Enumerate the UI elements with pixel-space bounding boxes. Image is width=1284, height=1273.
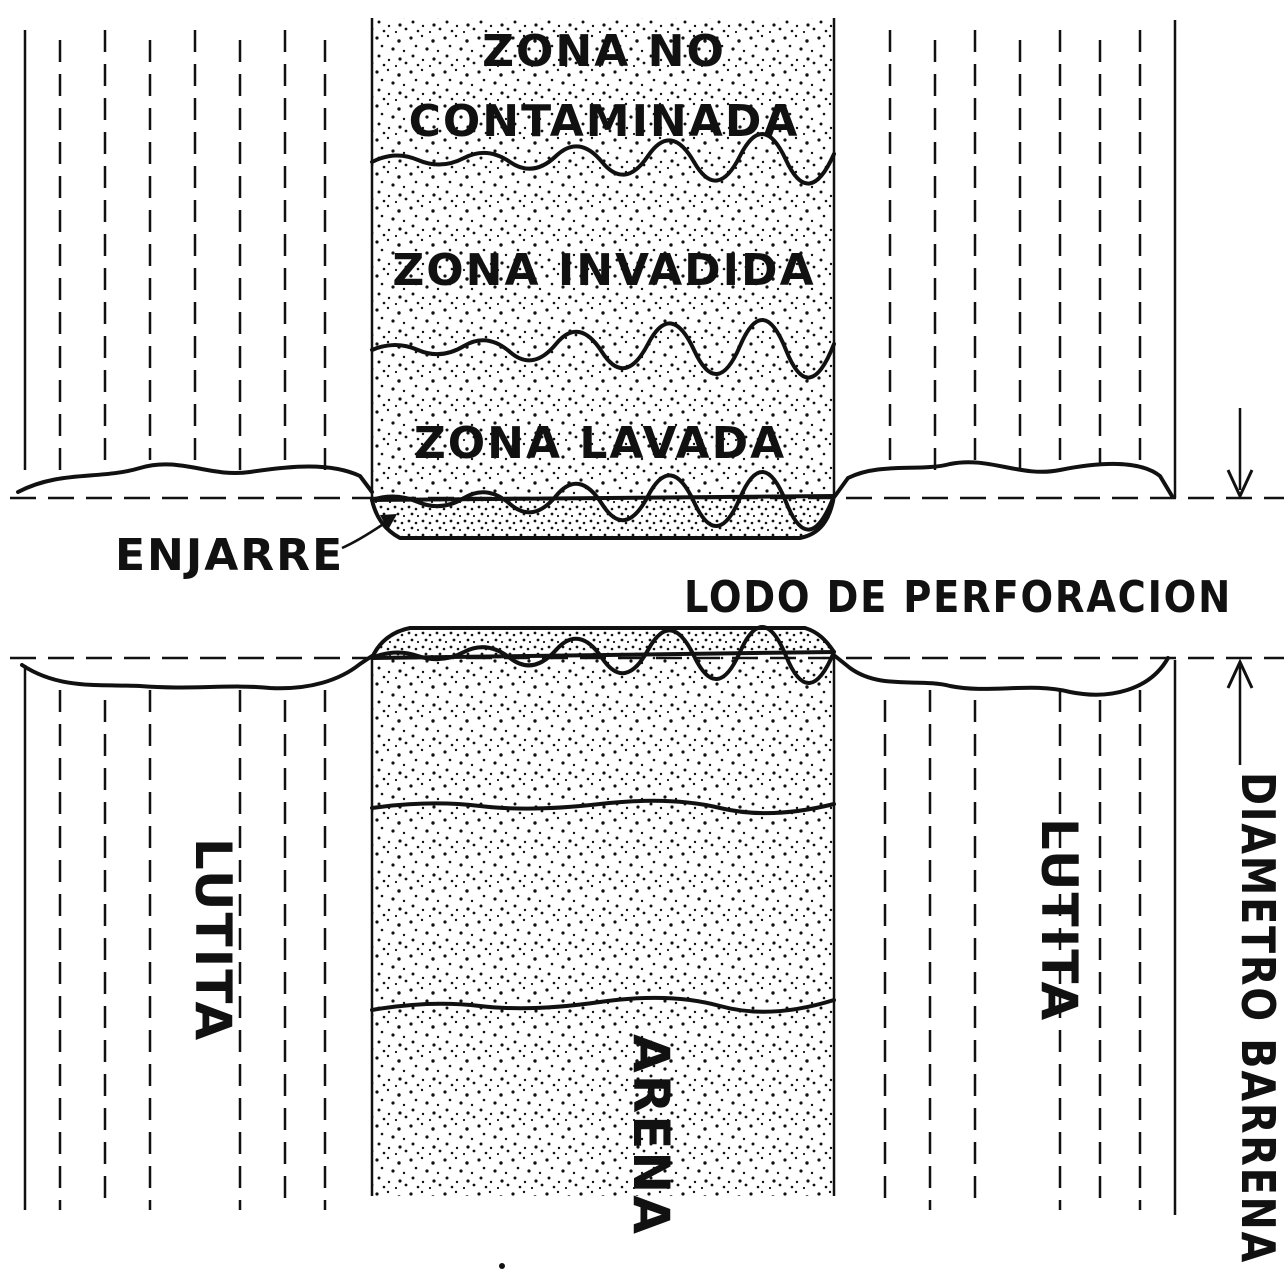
boundary-invadida (370, 318, 836, 380)
label-lutita-right: LUTITA (1030, 818, 1088, 1022)
mud-cake-upper (370, 494, 836, 540)
diametro-arrow (1226, 408, 1254, 765)
sand-column-lower (370, 625, 836, 1196)
enjarre-arrow (341, 514, 397, 550)
label-lodo-de-perforacion: LODO DE PERFORACION (684, 572, 1232, 623)
label-zona-no-contaminada-1: ZONA NO (482, 26, 726, 77)
sand-column-upper (370, 18, 836, 532)
label-enjarre: ENJARRE (115, 530, 344, 581)
shale-right-upper (833, 20, 1177, 498)
mud-cake-lower (370, 626, 836, 660)
label-arena: ARENA (622, 1034, 680, 1236)
shale-right-lower (833, 654, 1177, 1215)
label-zona-invadida: ZONA INVADIDA (392, 245, 815, 296)
shale-left-upper (16, 30, 374, 494)
stray-dot (499, 1263, 505, 1269)
shale-left-lower (20, 654, 374, 1210)
label-zona-no-contaminada-2: CONTAMINADA (409, 96, 800, 147)
boundary-no-contaminada (370, 132, 836, 186)
label-zona-lavada: ZONA LAVADA (414, 418, 786, 469)
label-diametro-barrena: DIAMETRO BARRENA (1231, 772, 1284, 1264)
label-lutita-left: LUTITA (184, 838, 242, 1042)
